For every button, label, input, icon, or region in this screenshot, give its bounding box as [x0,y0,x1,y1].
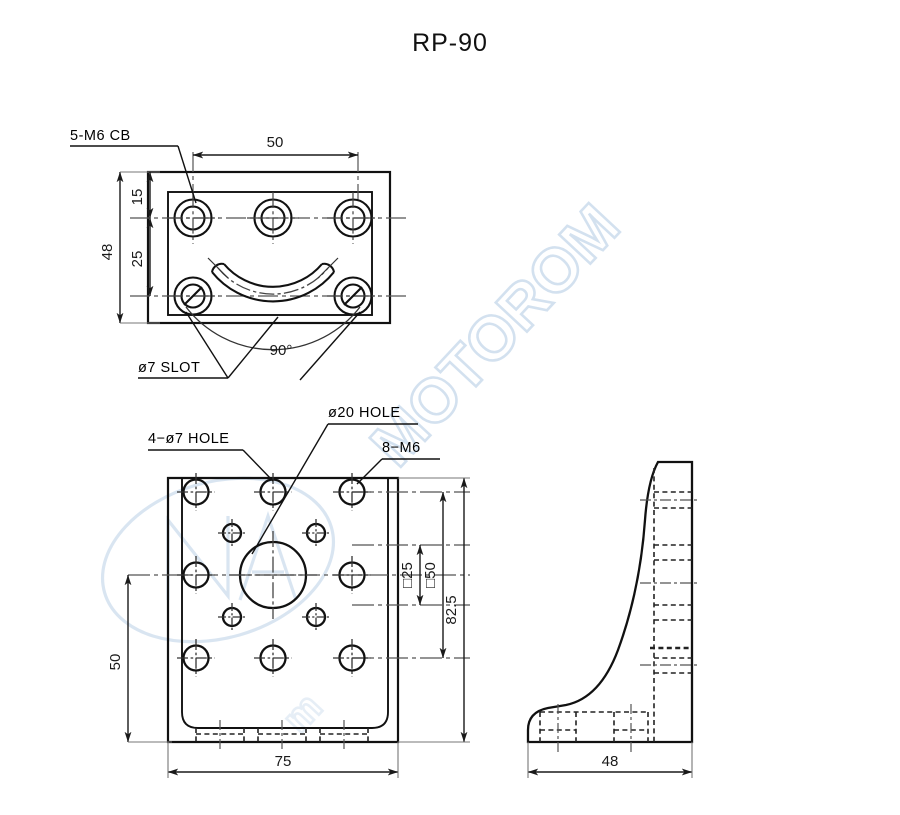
front-dimension-sq25-value: □25 [399,562,416,588]
front-dimension-75: 75 [167,742,399,778]
front-view-inner-outline [181,478,389,729]
front-label-o20-text: ø20 HOLE [328,405,401,421]
top-angle-dimension: 90° [185,306,361,359]
side-view: 48 [526,460,700,778]
front-view: 4−ø7 HOLE ø20 HOLE 8−M6 □25 □50 [107,405,470,778]
drawing-title: RP-90 [412,29,488,57]
front-centerlines [128,491,470,659]
top-view: 90° 5-M6 CB ø7 SLOT 50 48 [70,128,408,381]
front-label-o7-text: 4−ø7 HOLE [148,431,229,447]
top-label-counterbore-text: 5-M6 CB [70,128,131,144]
top-label-slot: ø7 SLOT [138,311,361,381]
top-dimension-50: 50 [192,134,359,159]
front-dimension-50: 50 [107,574,172,743]
top-view-inner-outline [167,191,373,316]
front-hidden-lines [195,728,369,742]
top-angle-value: 90° [270,342,293,359]
top-dimension-15-value: 15 [129,189,146,206]
top-label-counterbore: 5-M6 CB [70,128,197,204]
top-dimension-25: 25 [129,217,154,297]
front-label-o20: ø20 HOLE [251,405,418,555]
front-hole-o20 [229,531,317,619]
front-label-o7: 4−ø7 HOLE [148,431,274,482]
side-hole-centerlines [640,499,700,666]
top-label-slot-text: ø7 SLOT [138,360,200,376]
front-dimension-825: 82.5 [398,477,470,743]
front-dimension-sq25: □25 [399,544,424,606]
front-label-m6: 8−M6 [356,440,440,485]
top-dimension-15: 15 [129,171,154,219]
front-dimension-sq50-value: □50 [422,562,439,588]
top-dimension-25-value: 25 [129,251,146,268]
top-arc-slot [207,257,339,303]
top-dimension-50-value: 50 [267,134,284,151]
side-hidden-holes [650,491,692,674]
side-base-centerlines [557,704,632,752]
side-dimension-48-value: 48 [602,753,619,770]
front-dimension-75-value: 75 [275,753,292,770]
side-view-profile [526,460,694,744]
side-dimension-48: 48 [527,742,693,778]
top-dimension-48-value: 48 [99,244,116,261]
front-base-centerlines [219,720,345,752]
front-dimension-825-value: 82.5 [443,595,460,624]
front-label-m6-text: 8−M6 [382,440,421,456]
front-dimension-sq50: □50 [422,491,447,659]
front-dimension-50-value: 50 [107,654,124,671]
